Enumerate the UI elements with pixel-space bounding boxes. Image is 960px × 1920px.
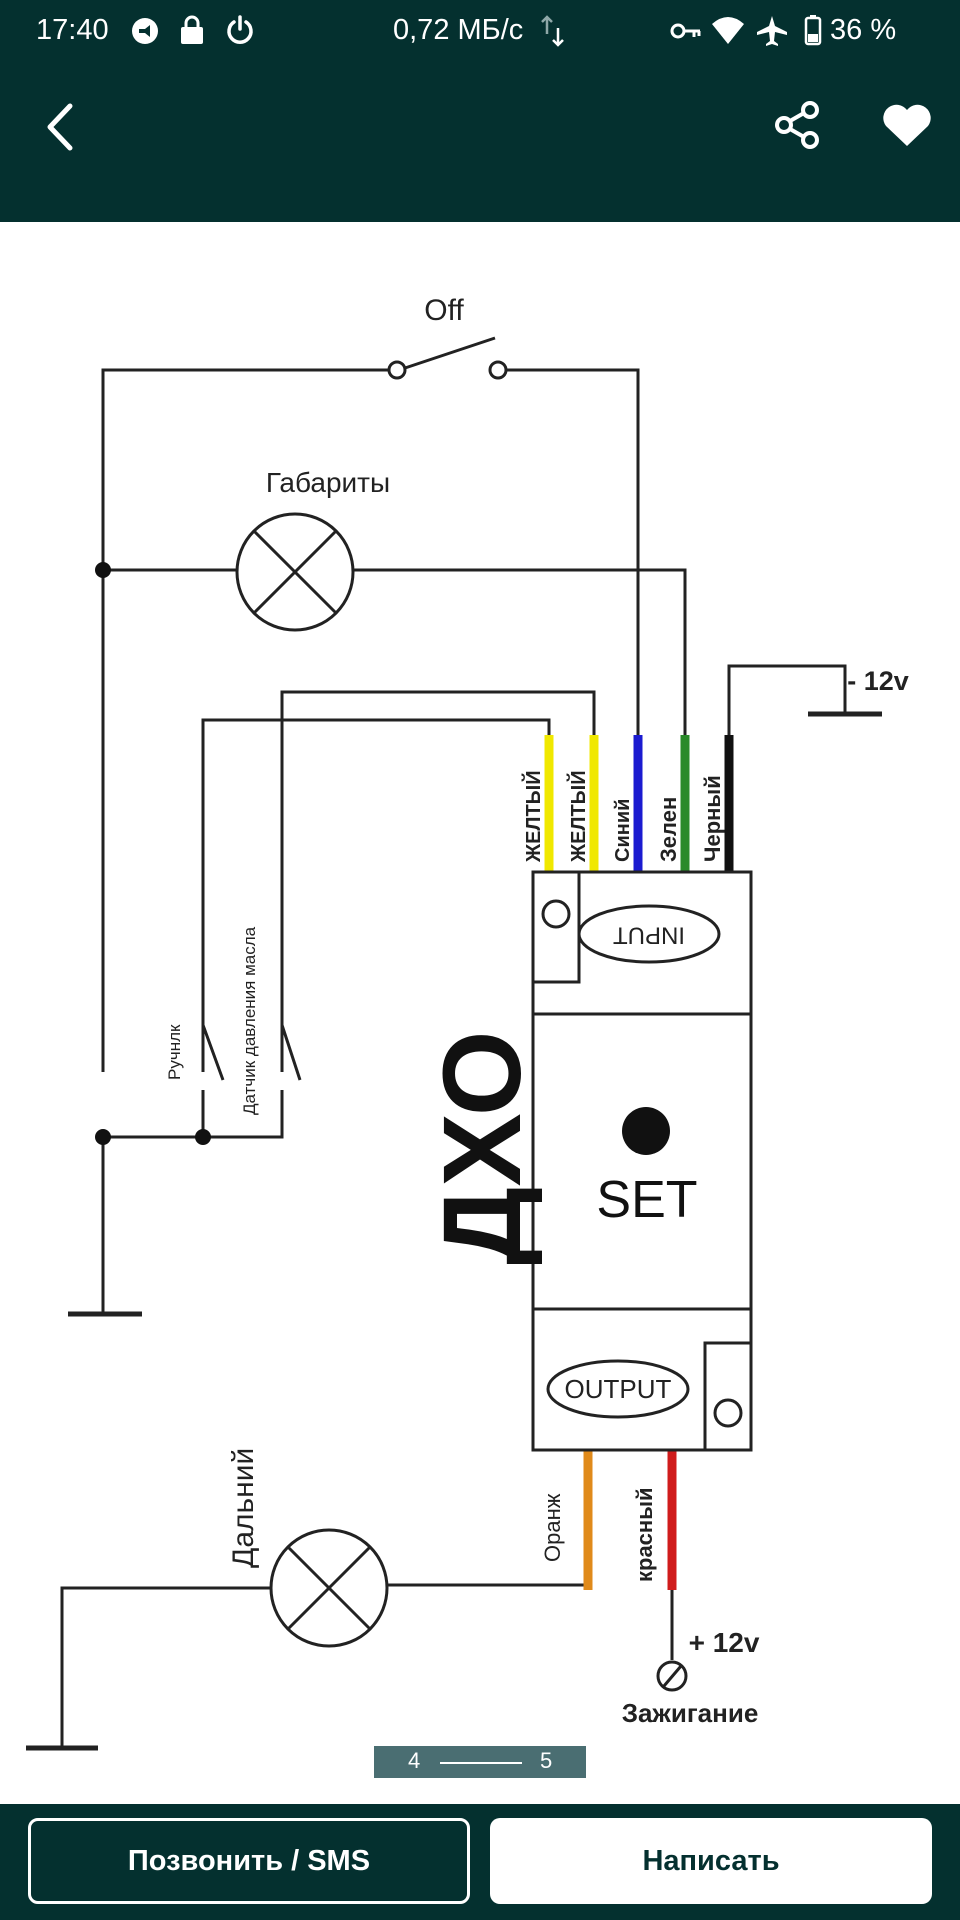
key-icon — [670, 23, 701, 39]
ignition-label: Зажигание — [622, 1698, 759, 1728]
status-battery: 36 % — [830, 14, 897, 46]
wifi-icon — [712, 17, 744, 44]
out-wire-label-red: красный — [632, 1487, 657, 1582]
image-pager: 4 5 — [374, 1746, 586, 1778]
output-label: OUTPUT — [565, 1374, 672, 1404]
heart-icon[interactable] — [880, 100, 934, 150]
lamp-bottom-label: Дальний — [227, 1448, 260, 1568]
lock-icon — [181, 15, 203, 44]
wire-label-green: Зелен — [656, 797, 681, 862]
airplane-icon — [757, 16, 787, 46]
data-arrows-icon — [541, 15, 564, 47]
lamp-top-label: Габариты — [266, 467, 390, 498]
out-wire-label-orange: Оранж — [540, 1493, 565, 1562]
arrow-back-icon[interactable] — [40, 100, 80, 154]
wire-label-yellow-2: ЖЕЛТЫЙ — [566, 770, 590, 863]
status-speed: 0,72 МБ/с — [393, 14, 524, 46]
input-label: INPUT — [613, 922, 685, 949]
pager-separator — [440, 1762, 522, 1764]
share-icon[interactable] — [774, 100, 822, 150]
ground-label: - 12v — [847, 666, 909, 696]
device-label: ДХО — [421, 1031, 544, 1265]
wire-label-blue: Синий — [612, 799, 634, 862]
whatsapp-icon — [132, 18, 158, 44]
write-message-button[interactable]: Написать — [490, 1818, 932, 1904]
status-bar: 17:40 0,72 МБ/с 36 % — [0, 0, 960, 64]
oil-sensor-label: Датчик давления масла — [240, 926, 259, 1115]
lamp-top — [235, 512, 355, 632]
switch-label: Off — [424, 294, 464, 327]
app-bar — [0, 64, 960, 222]
plus-label: + 12v — [689, 1627, 760, 1658]
dho-module — [531, 870, 753, 1452]
wiring-diagram: Off Габариты - 12v ЖЕЛТЫЙ ЖЕЛТЫЙ Синий З… — [26, 294, 909, 1751]
battery-icon — [804, 15, 822, 46]
handbrake-label: Ручнлк — [165, 1024, 184, 1080]
wire-label-yellow-1: ЖЕЛТЫЙ — [521, 770, 545, 863]
lamp-bottom — [269, 1528, 389, 1648]
call-sms-button[interactable]: Позвонить / SMS — [28, 1818, 470, 1904]
set-label: SET — [596, 1171, 697, 1229]
pager-total: 5 — [540, 1748, 553, 1773]
status-time: 17:40 — [36, 14, 109, 46]
power-icon — [227, 15, 253, 44]
wire-label-black: Черный — [700, 775, 725, 862]
listing-image[interactable]: Off Габариты - 12v ЖЕЛТЫЙ ЖЕЛТЫЙ Синий З… — [0, 222, 960, 1804]
pager-current: 4 — [408, 1748, 421, 1773]
